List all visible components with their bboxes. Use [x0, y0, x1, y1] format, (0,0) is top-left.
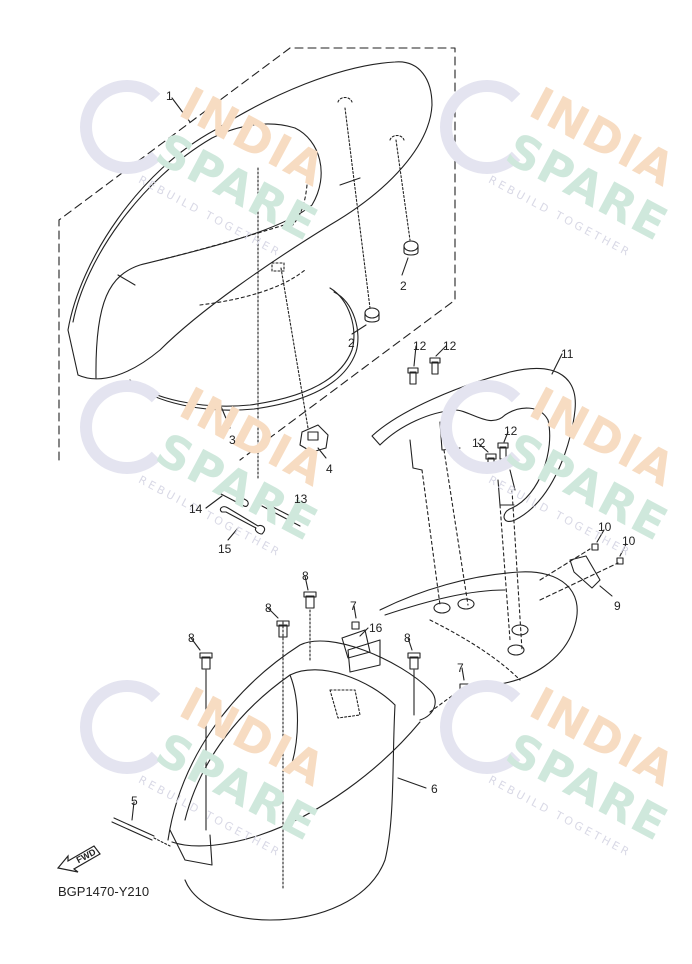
bolt-10a [591, 543, 599, 551]
damper-right [403, 240, 419, 256]
callout-spanner: 15 [218, 542, 232, 556]
pin [111, 817, 155, 841]
seat [67, 61, 433, 380]
fwd-arrow-icon [56, 845, 101, 873]
damper-left [364, 307, 380, 323]
callout-bolt: 8 [404, 631, 411, 645]
bolt-10b [616, 557, 624, 565]
callout-damper: 2 [348, 336, 355, 350]
callout-bolt: 8 [265, 601, 272, 615]
nut-7b [459, 683, 469, 693]
callout-bolt: 10 [598, 520, 612, 534]
drawing-code: BGP1470-Y210 [58, 884, 150, 899]
storage-box [167, 639, 436, 921]
callout-bolt: 12 [472, 436, 486, 450]
callout-seat: 1 [166, 89, 173, 103]
callout-seat-lock-catch: 4 [326, 462, 333, 476]
tool-handle [218, 487, 249, 507]
callout-storage-box: 6 [431, 782, 438, 796]
callout-bolt: 12 [413, 339, 427, 353]
seal [129, 287, 359, 411]
callout-bolt: 8 [188, 631, 195, 645]
callout-bolt: 10 [622, 534, 636, 548]
seat-group-boundary [58, 47, 456, 461]
screwdriver [261, 502, 303, 527]
bracket [569, 555, 601, 589]
callout-bolt: 12 [443, 339, 457, 353]
nut-7a [351, 621, 360, 630]
frame [379, 571, 578, 686]
leader-1 [171, 97, 191, 123]
callout-bolt: 12 [504, 424, 518, 438]
forward-direction-arrow: FWD [56, 842, 104, 879]
callout-grab-bar: 11 [561, 347, 574, 361]
callout-bolt: 8 [302, 569, 309, 583]
callout-seal: 3 [229, 433, 236, 447]
callout-label-sticker: 16 [369, 621, 383, 635]
label-sticker [341, 629, 371, 659]
callout-nut: 7 [350, 599, 357, 613]
callout-screwdriver: 13 [294, 492, 308, 506]
callout-tool-handle: 14 [189, 502, 203, 516]
bolts-8 [199, 591, 421, 670]
callout-pin: 5 [131, 794, 138, 808]
callout-damper: 2 [400, 279, 407, 293]
callout-nut: 7 [457, 661, 464, 675]
callout-bracket: 9 [614, 599, 621, 613]
seat-lock-catch [299, 424, 329, 453]
spanner [219, 506, 266, 535]
bolts-12 [407, 357, 509, 471]
